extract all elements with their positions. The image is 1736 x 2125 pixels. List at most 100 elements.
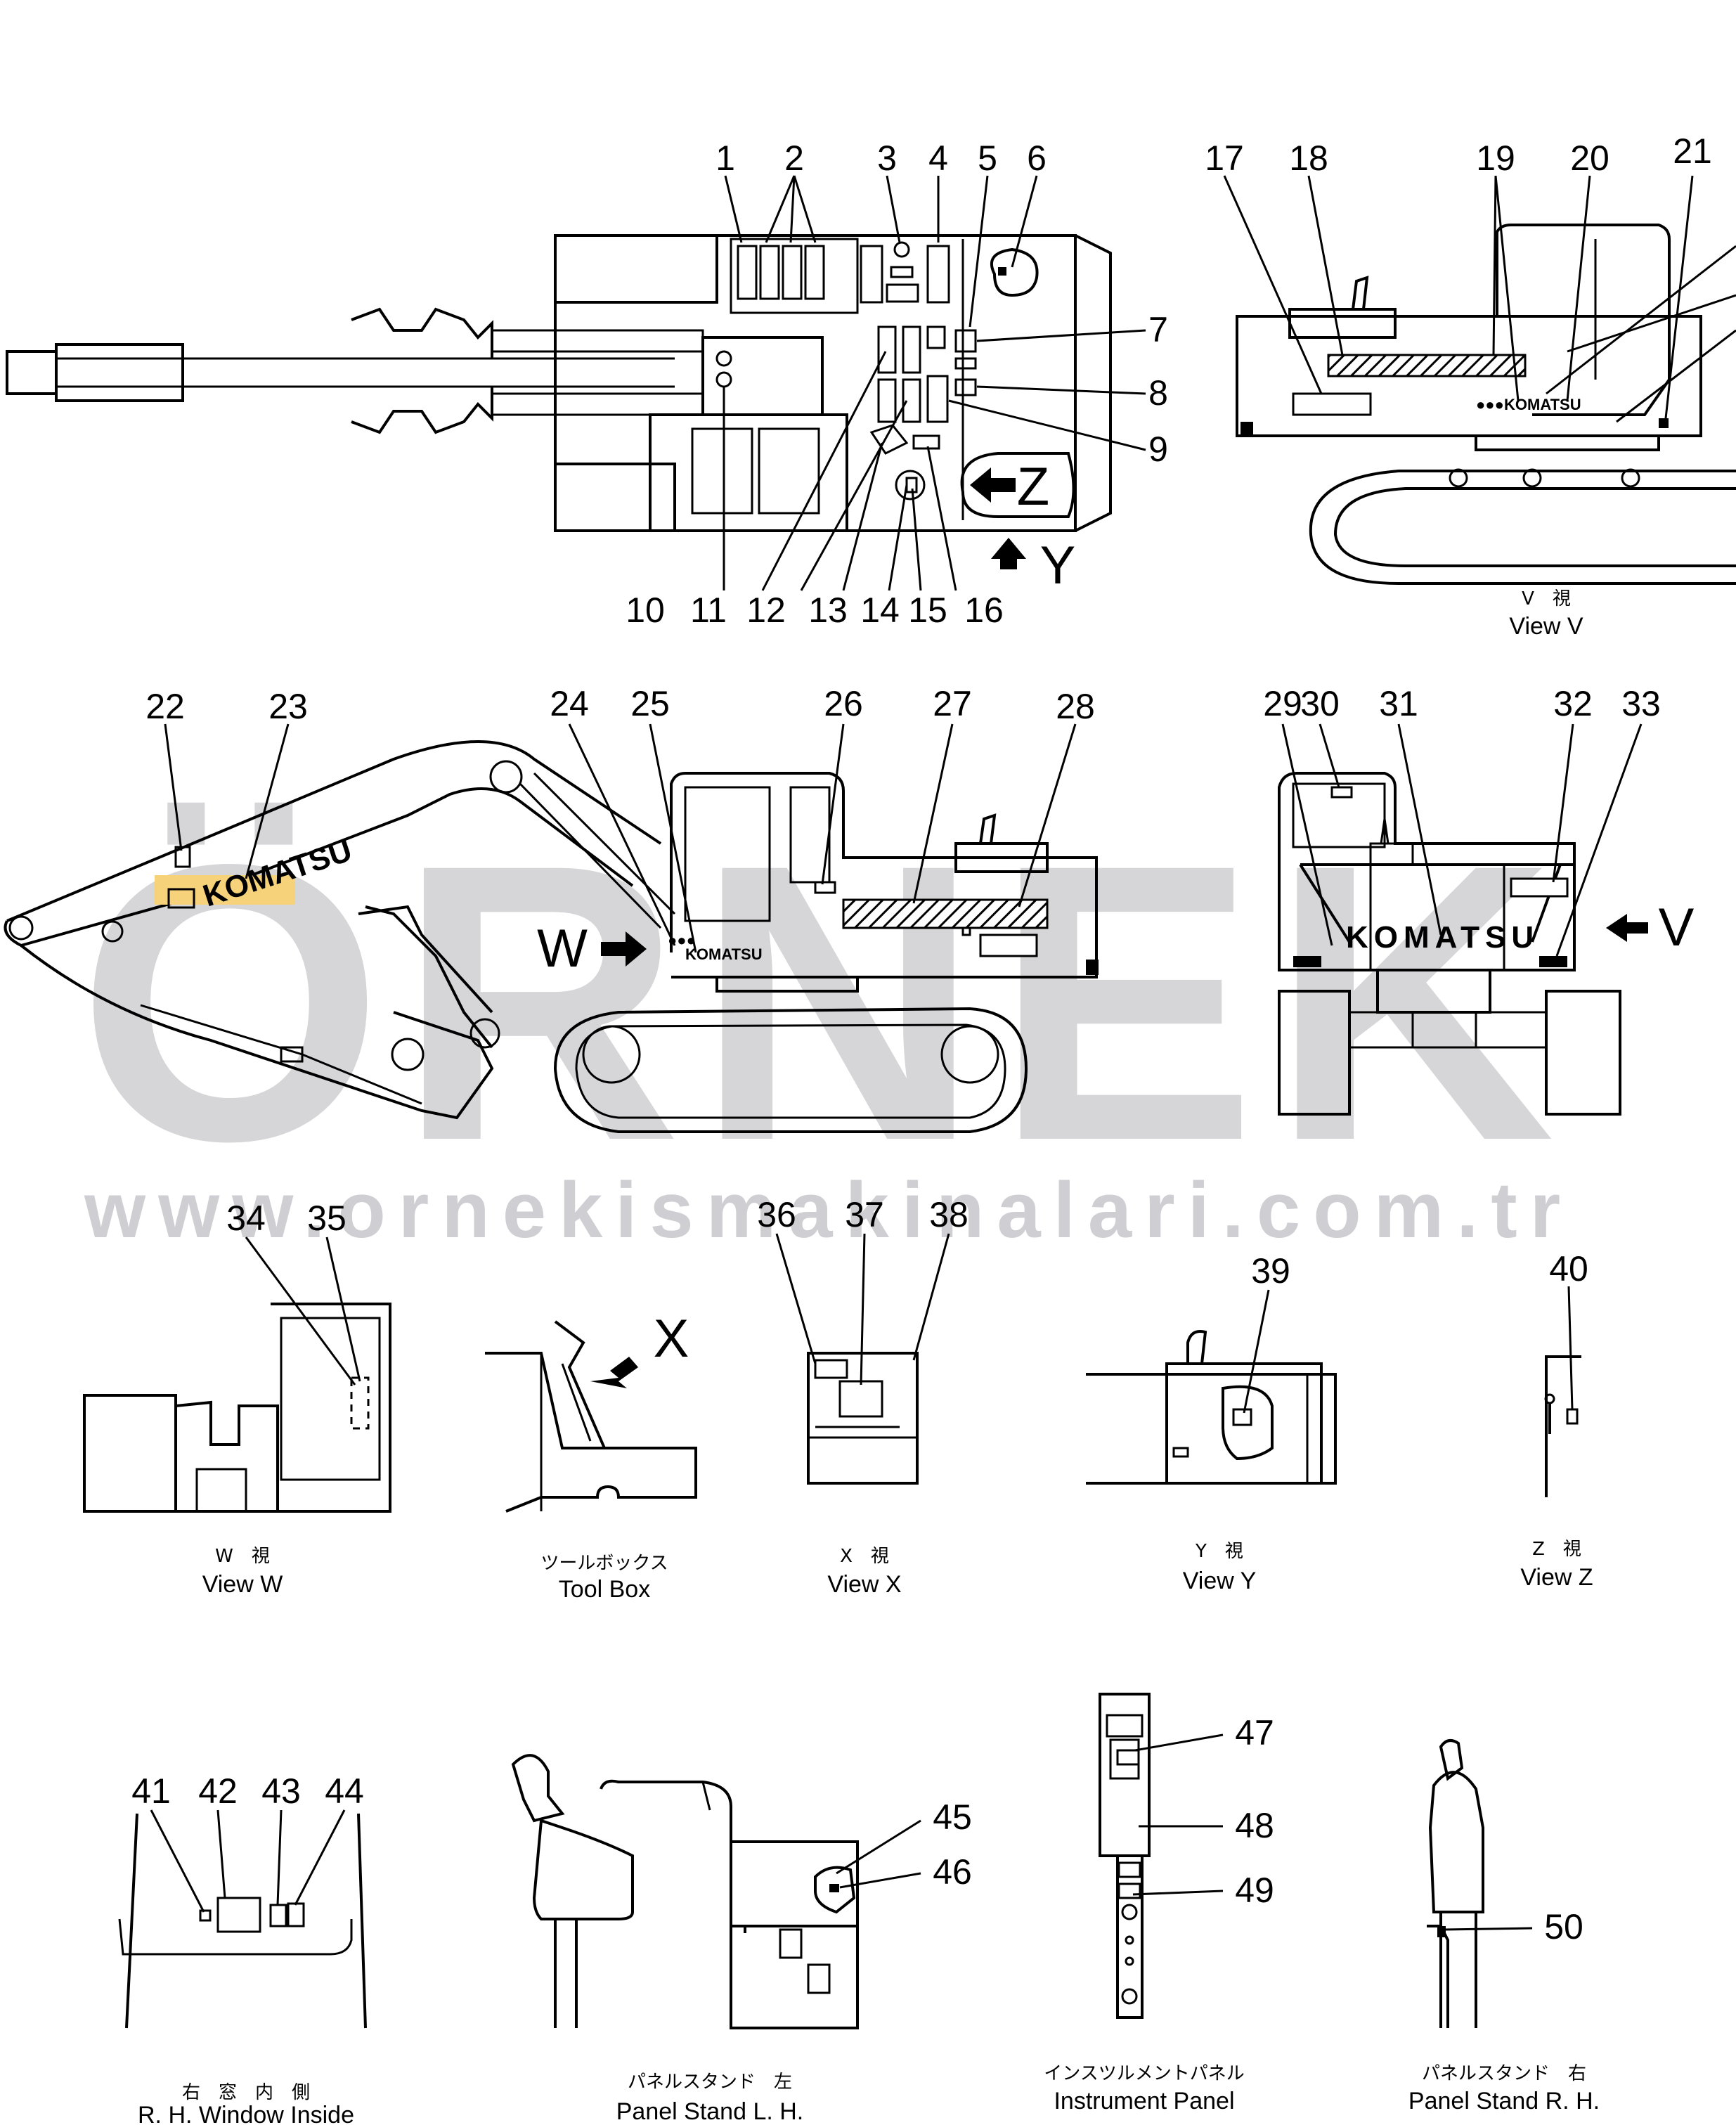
callout-19: 19	[1476, 138, 1515, 178]
callout-42: 42	[198, 1771, 238, 1811]
callout-33: 33	[1621, 684, 1661, 723]
callout-1: 1	[715, 138, 735, 178]
view-w-leaders	[245, 1236, 361, 1386]
panel-rh-leaders	[1444, 1927, 1533, 1931]
top-view-drawing	[6, 234, 1112, 532]
callout-25: 25	[630, 684, 670, 723]
callout-32: 32	[1553, 684, 1593, 723]
callout-11: 11	[690, 590, 727, 630]
panel-lh-leaders	[836, 1819, 921, 1889]
callout-numbers: 1 2 3 4 5 6 7 8 9 10 11 12 13 14 15 16 1…	[131, 131, 1712, 1946]
caption-view-v: View V	[1509, 613, 1583, 640]
callout-8: 8	[1148, 373, 1168, 413]
callout-7: 7	[1148, 310, 1168, 349]
callout-27: 27	[933, 684, 972, 723]
callout-9: 9	[1148, 429, 1168, 469]
callout-24: 24	[550, 684, 589, 723]
arrow-w: W	[537, 919, 647, 978]
callout-13: 13	[808, 590, 848, 630]
callout-50: 50	[1544, 1907, 1583, 1946]
caption-view-w: View W	[202, 1571, 283, 1598]
view-letter-w: W	[537, 919, 588, 978]
svg-text:●●●: ●●●	[1476, 396, 1504, 413]
view-v-drawing: KOMATSU ●●●	[1236, 224, 1736, 585]
callout-2: 2	[784, 138, 804, 178]
watermark: ÖRNEK www.ornekismakinalari.com.tr	[77, 782, 1573, 1254]
view-y-leaders	[1243, 1289, 1270, 1414]
view-x-leaders	[775, 1233, 950, 1386]
caption-view-y-jp: Y 視	[1195, 1541, 1243, 1562]
caption-panel-rh: Panel Stand R. H.	[1408, 2088, 1600, 2114]
callout-18: 18	[1289, 138, 1328, 178]
arrow-y: Y	[991, 536, 1075, 595]
caption-view-z: View Z	[1520, 1564, 1593, 1591]
rear-view-drawing: KOMATSU	[1278, 772, 1621, 1116]
callout-43: 43	[261, 1771, 301, 1811]
caption-view-x: View X	[827, 1571, 901, 1598]
callout-39: 39	[1251, 1251, 1290, 1291]
watermark-logo: ÖRNEK	[77, 782, 1569, 1222]
caption-rh-window: R. H. Window Inside	[138, 2102, 354, 2125]
arrow-x: X	[590, 1309, 689, 1388]
view-y-drawing	[1086, 1330, 1337, 1485]
caption-tool-box-jp: ツールボックス	[540, 1553, 668, 1574]
callout-4: 4	[928, 138, 948, 178]
watermark-url: www.ornekismakinalari.com.tr	[84, 1166, 1573, 1254]
instrument-panel-drawing	[1099, 1693, 1151, 2019]
callout-6: 6	[1027, 138, 1047, 178]
rh-window-leaders	[150, 1809, 346, 1913]
caption-tool-box: Tool Box	[559, 1576, 650, 1603]
callout-48: 48	[1235, 1806, 1274, 1845]
callout-5: 5	[978, 138, 997, 178]
side-komatsu-logo: KOMATSU	[685, 945, 763, 963]
callout-14: 14	[860, 590, 900, 630]
arrow-z: Z	[970, 457, 1049, 517]
instrument-panel-leaders	[1132, 1733, 1224, 1896]
callout-26: 26	[824, 684, 863, 723]
caption-rh-window-jp: 右 窓 内 側	[182, 2082, 310, 2103]
callout-17: 17	[1205, 138, 1244, 178]
caption-view-w-jp: W 視	[215, 1546, 270, 1567]
captions: V 視 View V W 視 View W ツールボックス Tool Box X…	[138, 588, 1600, 2125]
rh-window-drawing	[118, 1813, 367, 2029]
panel-lh-drawing	[511, 1754, 859, 2029]
view-w-drawing	[83, 1303, 391, 1513]
caption-view-z-jp: Z 視	[1532, 1539, 1581, 1560]
view-z-leaders	[1567, 1286, 1574, 1410]
caption-instrument-jp: インスツルメントパネル	[1044, 2063, 1244, 2084]
callout-10: 10	[626, 590, 665, 630]
callout-47: 47	[1235, 1713, 1274, 1752]
caption-panel-lh-jp: パネルスタンド 左	[628, 2072, 792, 2093]
callout-29: 29	[1263, 684, 1302, 723]
callout-40: 40	[1549, 1249, 1588, 1288]
callout-21: 21	[1673, 131, 1712, 171]
view-letter-x: X	[654, 1309, 689, 1369]
caption-panel-lh: Panel Stand L. H.	[616, 2098, 804, 2125]
callout-36: 36	[757, 1195, 796, 1234]
view-letter-v: V	[1659, 898, 1695, 957]
callout-20: 20	[1570, 138, 1609, 178]
callout-41: 41	[131, 1771, 171, 1811]
tool-box-drawing	[485, 1320, 697, 1513]
caption-instrument: Instrument Panel	[1054, 2088, 1234, 2114]
view-v-komatsu-logo: KOMATSU	[1504, 396, 1581, 413]
side-view-leaders	[164, 723, 1077, 953]
top-view-leaders	[723, 175, 1146, 591]
callout-3: 3	[877, 138, 897, 178]
callout-37: 37	[845, 1195, 884, 1234]
callout-44: 44	[325, 1771, 364, 1811]
callout-30: 30	[1300, 684, 1340, 723]
caption-view-y: View Y	[1183, 1568, 1257, 1594]
view-letter-y: Y	[1040, 536, 1076, 595]
callout-35: 35	[307, 1199, 346, 1238]
view-x-drawing	[807, 1352, 919, 1485]
callout-16: 16	[964, 590, 1004, 630]
callout-34: 34	[226, 1199, 266, 1238]
rear-komatsu-logo: KOMATSU	[1346, 920, 1539, 955]
callout-23: 23	[268, 687, 308, 726]
callout-46: 46	[933, 1852, 972, 1892]
callout-49: 49	[1235, 1871, 1274, 1910]
caption-view-x-jp: X 視	[840, 1546, 889, 1567]
rear-view-leaders	[1281, 723, 1643, 957]
